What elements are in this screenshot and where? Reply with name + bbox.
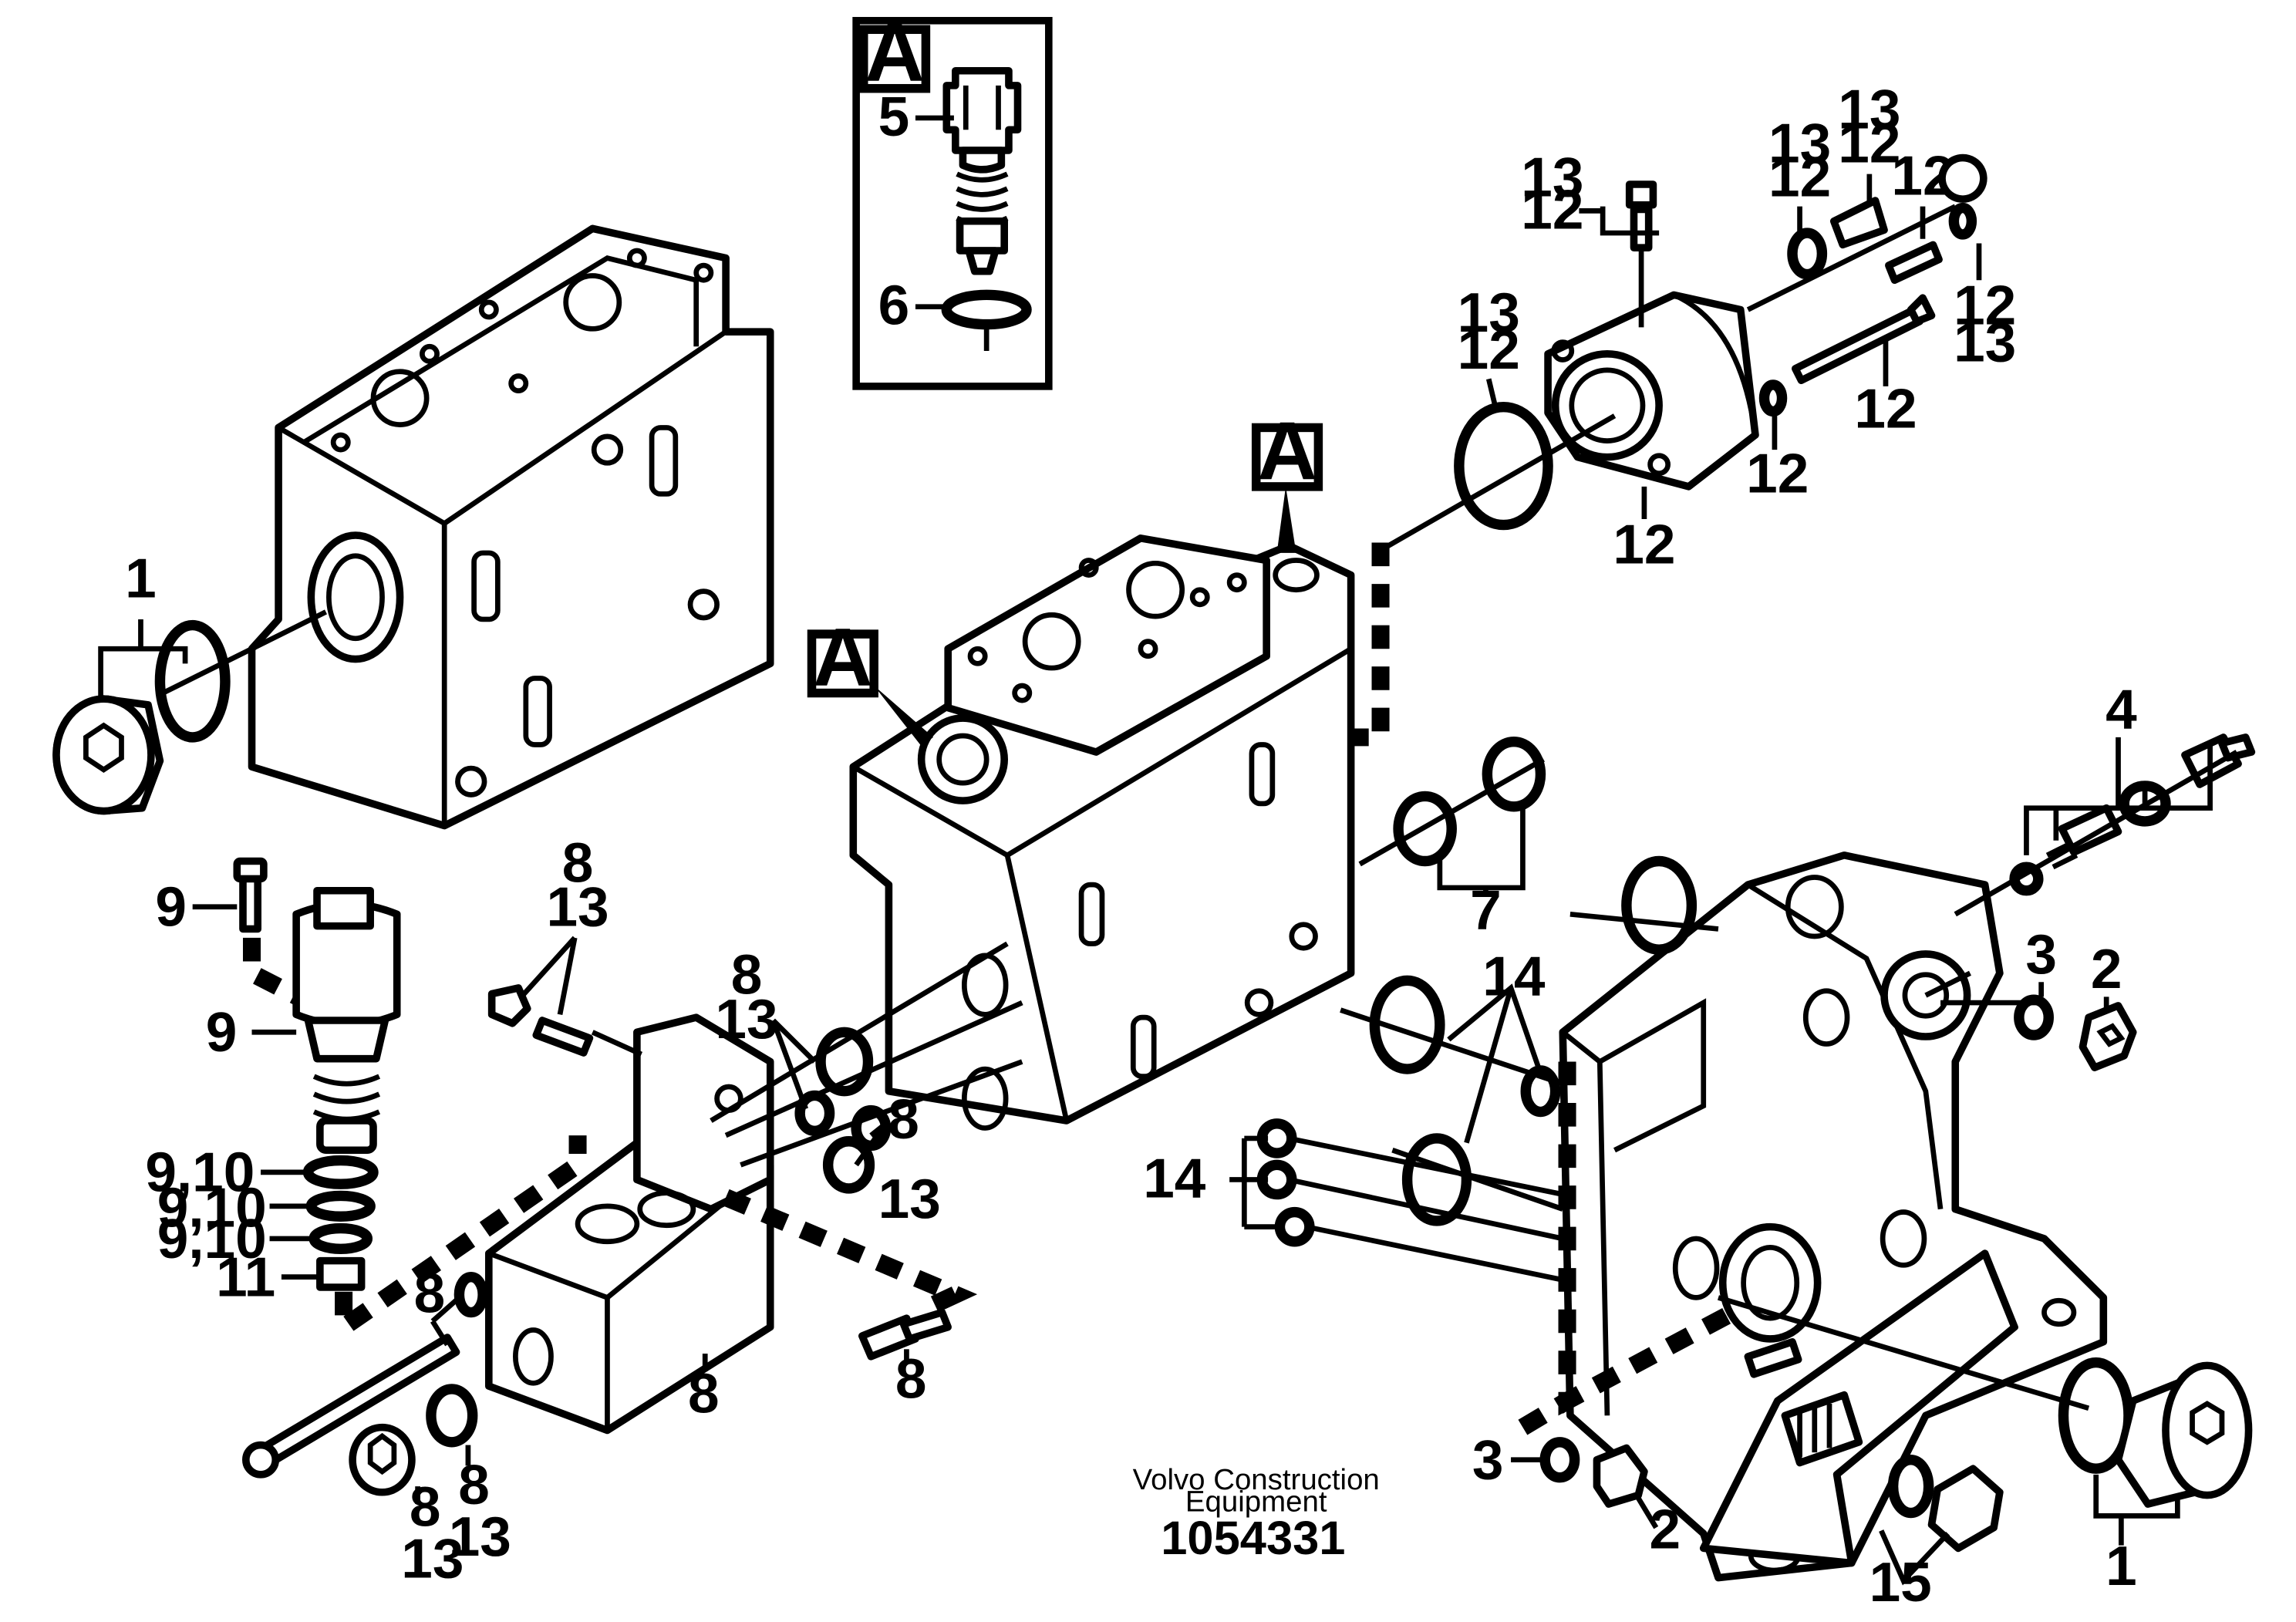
callout-2-right: 2 [2091, 938, 2122, 1000]
valve-section-left [248, 224, 774, 830]
callout-4: 4 [2106, 679, 2137, 741]
center-a-label-left: A [813, 611, 873, 703]
callout-13-t3: 13 [1838, 78, 1900, 140]
callout-13-a: 13 [546, 876, 609, 939]
callout-8-c: 8 [888, 1088, 919, 1151]
callout-12-t3: 12 [1838, 112, 1900, 174]
drawing-number: 1054331 [1161, 1511, 1345, 1564]
credit-line-2: Equipment [1185, 1485, 1327, 1519]
callout-13-h: 13 [449, 1506, 511, 1568]
callout-12-t2: 12 [1768, 146, 1831, 208]
callout-6: 6 [878, 275, 910, 337]
callout-13-t2: 13 [1768, 112, 1831, 174]
callout-13-g: 13 [401, 1528, 464, 1590]
callout-12-t1: 12 [1521, 178, 1583, 241]
callout-12-r1: 12 [1954, 275, 2016, 337]
drawing-credit: Volvo Construction Equipment 1054331 [1133, 1463, 1380, 1564]
callout-12-washer: 12 [1746, 443, 1809, 505]
callout-14-a: 14 [1482, 946, 1546, 1008]
callout-8-e: 8 [688, 1363, 720, 1425]
inset-detail-a: A 5 6 [852, 6, 1053, 390]
lower-bracket-15: 15 3 2 1 [1472, 1249, 2253, 1614]
callout-9-10-b: 9,10 [157, 1177, 267, 1239]
callout-11: 11 [216, 1246, 275, 1309]
manifold-block-8: 8 13 8 13 8 13 8 8 8 8 13 8 13 [242, 831, 1023, 1590]
callout-3-right: 3 [2025, 923, 2057, 986]
plug-1-left: 1 [52, 547, 328, 815]
callout-1-left: 1 [125, 547, 157, 609]
callout-9-solenoid: 9 [206, 1001, 238, 1064]
o-rings-7: 7 [1358, 736, 1546, 941]
callout-2-bottom: 2 [1650, 1499, 1681, 1561]
valve-section-center: A A [807, 405, 1390, 1131]
callout-13-b: 13 [715, 988, 777, 1050]
callout-14-b: 14 [1143, 1148, 1206, 1210]
callout-13-o: 13 [1458, 282, 1520, 344]
plug-2-right: 3 2 [1940, 923, 2137, 1071]
callout-5: 5 [878, 86, 910, 148]
callout-8-a: 8 [562, 831, 594, 894]
end-cover-right [1518, 851, 2108, 1582]
callout-1-right: 1 [2106, 1535, 2137, 1597]
check-valve-4: 4 [1954, 679, 2256, 917]
callout-13-r1: 13 [1954, 312, 2016, 374]
callout-13-c: 13 [878, 1168, 941, 1230]
callout-12-o: 12 [1458, 319, 1520, 381]
flange-assembly-12: 13 12 13 12 13 12 12 12 13 13 12 12 12 1… [1382, 78, 2016, 575]
callout-13-t1: 13 [1521, 146, 1583, 208]
o-rings-14: 14 14 [1143, 855, 1719, 1283]
callout-15: 15 [1870, 1551, 1932, 1614]
callout-3-bottom: 3 [1472, 1429, 1504, 1492]
center-a-label-top: A [1257, 405, 1317, 497]
callout-8-b: 8 [731, 944, 763, 1007]
callout-9-screw: 9 [155, 876, 187, 939]
credit-line-1: Volvo Construction [1133, 1463, 1380, 1496]
callout-8-h: 8 [458, 1454, 490, 1516]
callout-8-g: 8 [410, 1476, 441, 1539]
callout-12-flange: 12 [1613, 513, 1675, 575]
callout-8-d: 8 [895, 1348, 927, 1411]
callout-9-10-a: 9,10 [145, 1141, 255, 1204]
callout-9-10-c: 9,10 [157, 1208, 267, 1270]
callout-12-bolt: 12 [1854, 378, 1917, 440]
solenoid-valve-9: 9 9 9,10 9,10 9,10 11 [145, 857, 587, 1344]
inset-a-label: A [865, 6, 925, 99]
